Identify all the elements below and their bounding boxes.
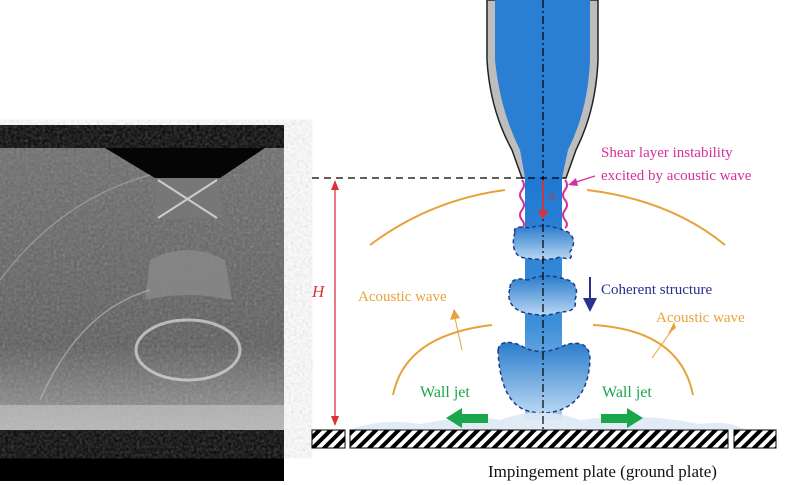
coherent-structure-3 bbox=[497, 341, 591, 414]
shear-pointer-head bbox=[568, 178, 578, 186]
height-label: H bbox=[311, 282, 326, 301]
wall-jet-region bbox=[350, 412, 745, 430]
shear-label-line2: excited by acoustic wave bbox=[601, 168, 752, 184]
x-label: x bbox=[548, 189, 556, 204]
schlieren-photo bbox=[0, 125, 284, 481]
shear-label-line1: Shear layer instability bbox=[601, 145, 733, 161]
coherent-structure-label: Coherent structure bbox=[601, 282, 713, 298]
wall-jet-arrow-left bbox=[446, 408, 488, 428]
wall-jet-label-right: Wall jet bbox=[602, 384, 652, 401]
acoustic-waves bbox=[369, 189, 726, 396]
plate-label: Impingement plate (ground plate) bbox=[488, 462, 717, 481]
coherent-structure-arrow bbox=[583, 277, 597, 312]
height-arrow bbox=[331, 180, 339, 426]
acoustic-wave-label-right: Acoustic wave bbox=[656, 310, 745, 326]
acoustic-arrowhead-left bbox=[450, 309, 460, 320]
nozzle bbox=[486, 0, 599, 179]
wall-jet-arrow-right bbox=[601, 408, 643, 428]
impingement-plate bbox=[311, 429, 777, 449]
acoustic-arrowhead-right bbox=[668, 322, 676, 334]
shear-layer-right bbox=[562, 179, 568, 229]
wall-jet-label-left: Wall jet bbox=[420, 384, 470, 401]
photo-nozzle bbox=[105, 148, 265, 178]
x-axis-arrow bbox=[538, 180, 548, 220]
acoustic-wave-label-left: Acoustic wave bbox=[358, 289, 447, 305]
shear-layer-left bbox=[519, 179, 525, 229]
